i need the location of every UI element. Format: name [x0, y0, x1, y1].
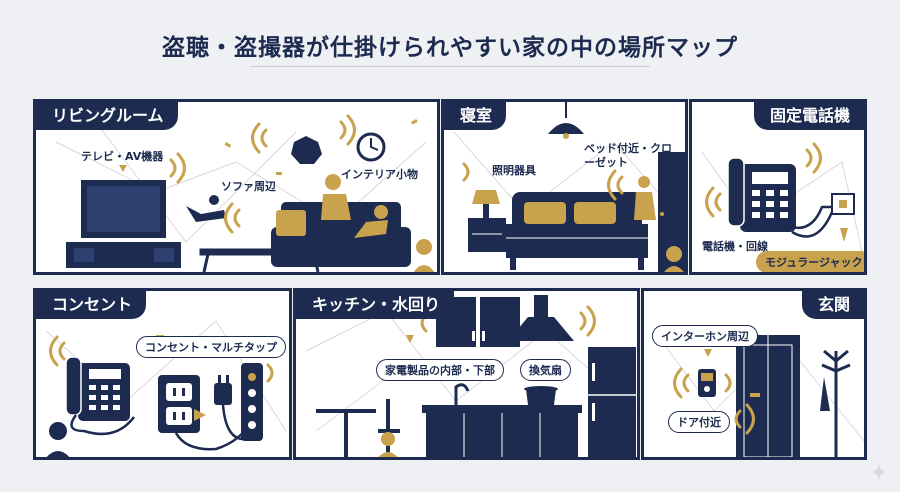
jack-label: モジュラージャック — [756, 251, 864, 272]
clock-icon — [291, 136, 322, 164]
outlet-tab: コンセント — [36, 291, 147, 319]
living-room-illustration — [55, 114, 435, 272]
phone-label: 電話機・回線 — [702, 240, 768, 253]
kitchen-panel: キッチン・水回り 家電製品の内部・下部 換気扇 — [293, 288, 640, 460]
pendant-light-icon — [548, 102, 584, 139]
title-divider — [250, 66, 650, 67]
bedroom-panel: 寝室 照明器具 ベッド付近・クローゼット — [441, 99, 688, 275]
fridge-icon — [588, 347, 636, 457]
sofa-label: ソファ周辺 — [221, 180, 276, 193]
interior-label: インテリア小物 — [341, 168, 418, 181]
counter-icon — [422, 383, 582, 457]
intercom-icon — [698, 369, 716, 397]
range-hood-icon — [508, 295, 574, 341]
tv-icon — [66, 180, 181, 268]
coat-rack-icon — [821, 349, 851, 457]
bed-icon — [506, 192, 648, 270]
door-icon — [736, 335, 800, 457]
living-room-panel: リビングルーム テレビ・AV機器 ソファ周辺 インテリア小物 — [33, 99, 440, 275]
outlet-illustration — [45, 320, 287, 457]
power-strip-icon — [241, 363, 263, 441]
living-room-tab: リビングルーム — [36, 102, 178, 130]
outlet-panel: コンセント コンセント・マルチタップ — [33, 288, 292, 460]
phone-tab: 固定電話機 — [753, 102, 864, 130]
entrance-panel: 玄関 インターホン周辺 ドア付近 — [641, 288, 867, 460]
pot-icon — [526, 389, 556, 405]
kitchen-tab: キッチン・水回り — [296, 291, 455, 319]
phone-icon — [727, 157, 796, 232]
appliance-label: 家電製品の内部・下部 — [376, 359, 504, 381]
sparkle-icon: ✦ — [869, 461, 888, 486]
intercom-label: インターホン周辺 — [652, 325, 758, 347]
phone-illustration — [701, 142, 863, 253]
bed-label: ベッド付近・クローゼット — [584, 142, 672, 169]
phone-panel: 固定電話機 電話機・回線 モジュラージャック — [689, 99, 867, 275]
bedroom-illustration — [453, 102, 685, 272]
outlet-icon — [158, 375, 200, 433]
table-icon — [316, 399, 400, 457]
bedroom-tab: 寝室 — [444, 102, 507, 130]
sofa-icon — [271, 174, 411, 267]
light-label: 照明器具 — [492, 164, 536, 177]
page-title: 盗聴・盗撮器が仕掛けられやすい家の中の場所マップ — [162, 35, 738, 61]
fan-label: 換気扇 — [520, 359, 571, 381]
person-icon — [381, 432, 395, 446]
entrance-illustration — [653, 330, 864, 457]
tv-label: テレビ・AV機器 — [81, 150, 164, 163]
plug-icon — [214, 375, 232, 405]
outlet-label: コンセント・マルチタップ — [136, 336, 286, 358]
door-label: ドア付近 — [668, 411, 730, 433]
person-icon — [186, 195, 226, 222]
entrance-tab: 玄関 — [801, 291, 864, 319]
person-icon — [416, 239, 432, 255]
phone-icon — [65, 356, 130, 421]
